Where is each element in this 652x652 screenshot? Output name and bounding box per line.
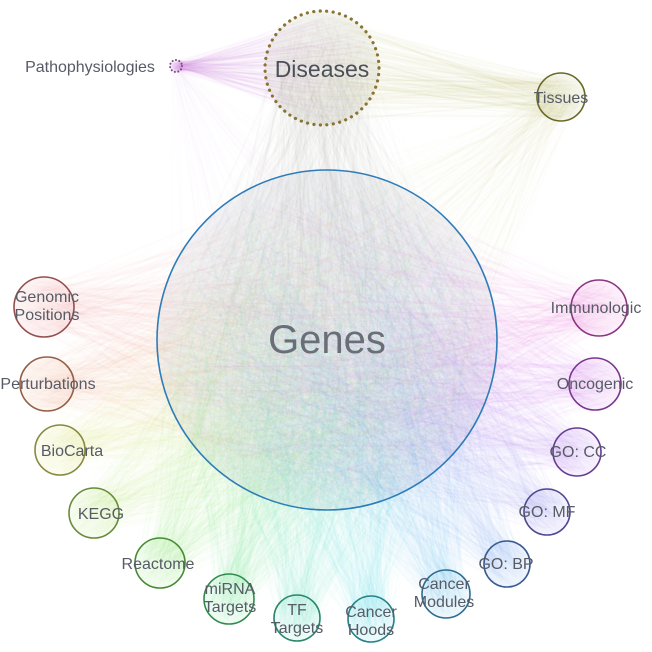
node-oncogenic[interactable] (568, 357, 622, 411)
node-go-bp[interactable] (483, 540, 531, 588)
node-tissues[interactable] (536, 72, 586, 122)
node-immunologic-label: Immunologic (551, 300, 642, 317)
node-immunologic[interactable] (570, 279, 628, 337)
node-biocarta[interactable] (34, 424, 86, 476)
node-pathophysiologies[interactable] (169, 59, 183, 73)
node-mirna-targets[interactable] (203, 573, 255, 625)
node-reactome-label: Reactome (122, 556, 195, 573)
node-genes[interactable] (156, 169, 498, 511)
node-tf-targets[interactable] (273, 594, 321, 642)
node-oncogenic-label: Oncogenic (557, 376, 634, 393)
node-genomic-positions[interactable] (13, 276, 75, 338)
node-go-mf-label: GO: MF (519, 504, 576, 521)
node-diseases-label: Diseases (275, 56, 370, 82)
node-perturbations-label: Perturbations (0, 376, 95, 393)
node-go-cc-label: GO: CC (550, 444, 607, 461)
node-go-mf[interactable] (523, 488, 571, 536)
node-go-cc[interactable] (552, 427, 602, 477)
node-diseases[interactable] (263, 9, 381, 127)
node-reactome[interactable] (134, 537, 186, 589)
node-kegg-label: KEGG (78, 506, 124, 523)
node-cancer-modules[interactable] (421, 569, 471, 619)
node-biocarta-label: BioCarta (41, 443, 103, 460)
node-genes-label: Genes (268, 318, 386, 362)
node-go-bp-label: GO: BP (478, 556, 533, 573)
node-pathophysiologies-label: Pathophysiologies (25, 59, 155, 76)
node-tissues-label: Tissues (534, 90, 589, 107)
node-perturbations[interactable] (19, 356, 75, 412)
node-kegg[interactable] (68, 487, 120, 539)
node-cancer-hoods[interactable] (347, 595, 395, 643)
